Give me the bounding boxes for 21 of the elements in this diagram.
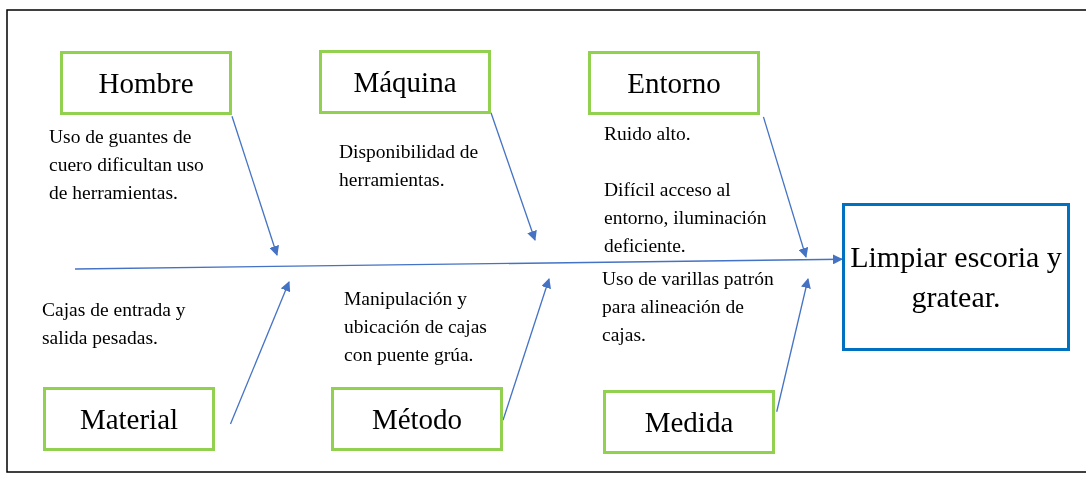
category-box: Hombre [60, 51, 232, 115]
category-box: Material [43, 387, 215, 451]
cause-text: Manipulación y ubicación de cajas con puente grúa. [344, 287, 488, 367]
arrow [502, 278, 551, 421]
cause-text: Uso de varillas patrón para alineación de cajas. [602, 267, 774, 347]
arrow [229, 281, 291, 425]
arrow [776, 278, 811, 413]
category-box: Máquina [319, 50, 491, 114]
cause-text: Disponibilidad de herramientas. [339, 140, 480, 192]
cause-text: Ruido alto. [604, 122, 692, 146]
effect-box: Limpiar escoria y gratear. [842, 203, 1070, 351]
cause-text: Difícil acceso al entorno, iluminación deficiente. [604, 178, 768, 258]
category-box: Entorno [588, 51, 760, 115]
arrow [762, 116, 809, 258]
category-box: Método [331, 387, 503, 451]
category-box: Medida [603, 390, 775, 454]
cause-text: Cajas de entrada y salida pesadas. [42, 298, 187, 350]
spine-arrow [74, 254, 843, 270]
cause-text: Uso de guantes de cuero dificultan uso de herramientas. [49, 125, 205, 205]
arrow [490, 112, 537, 241]
arrow [231, 115, 279, 256]
